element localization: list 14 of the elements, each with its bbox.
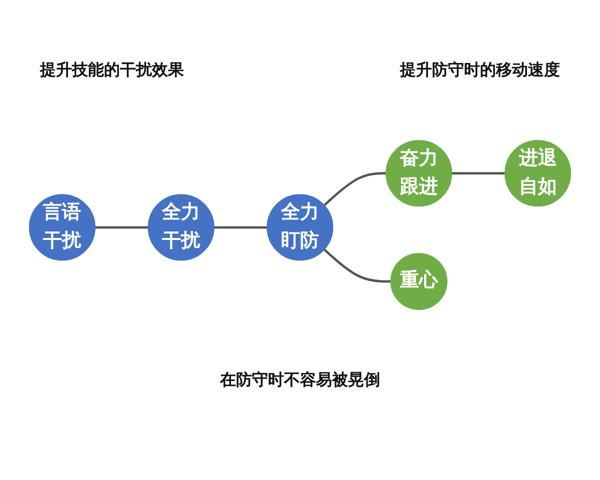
node-circle: 奋力跟进 — [386, 140, 452, 207]
node-circle: 进退自如 — [504, 140, 572, 207]
connector — [323, 172, 386, 206]
note-text: 提升防守时的移动速度 — [400, 60, 560, 81]
note-text: 在防守时不容易被晃倒 — [220, 370, 380, 391]
connector — [94, 226, 148, 229]
note-text: 提升技能的干扰效果 — [40, 60, 184, 81]
node-circle: 全力盯防 — [266, 194, 334, 261]
connector — [214, 226, 268, 229]
connector — [452, 172, 506, 174]
node-circle: 言语干扰 — [28, 194, 96, 261]
connector — [323, 248, 391, 283]
node-circle: 重心 — [390, 252, 448, 310]
node-circle: 全力干扰 — [148, 194, 214, 261]
